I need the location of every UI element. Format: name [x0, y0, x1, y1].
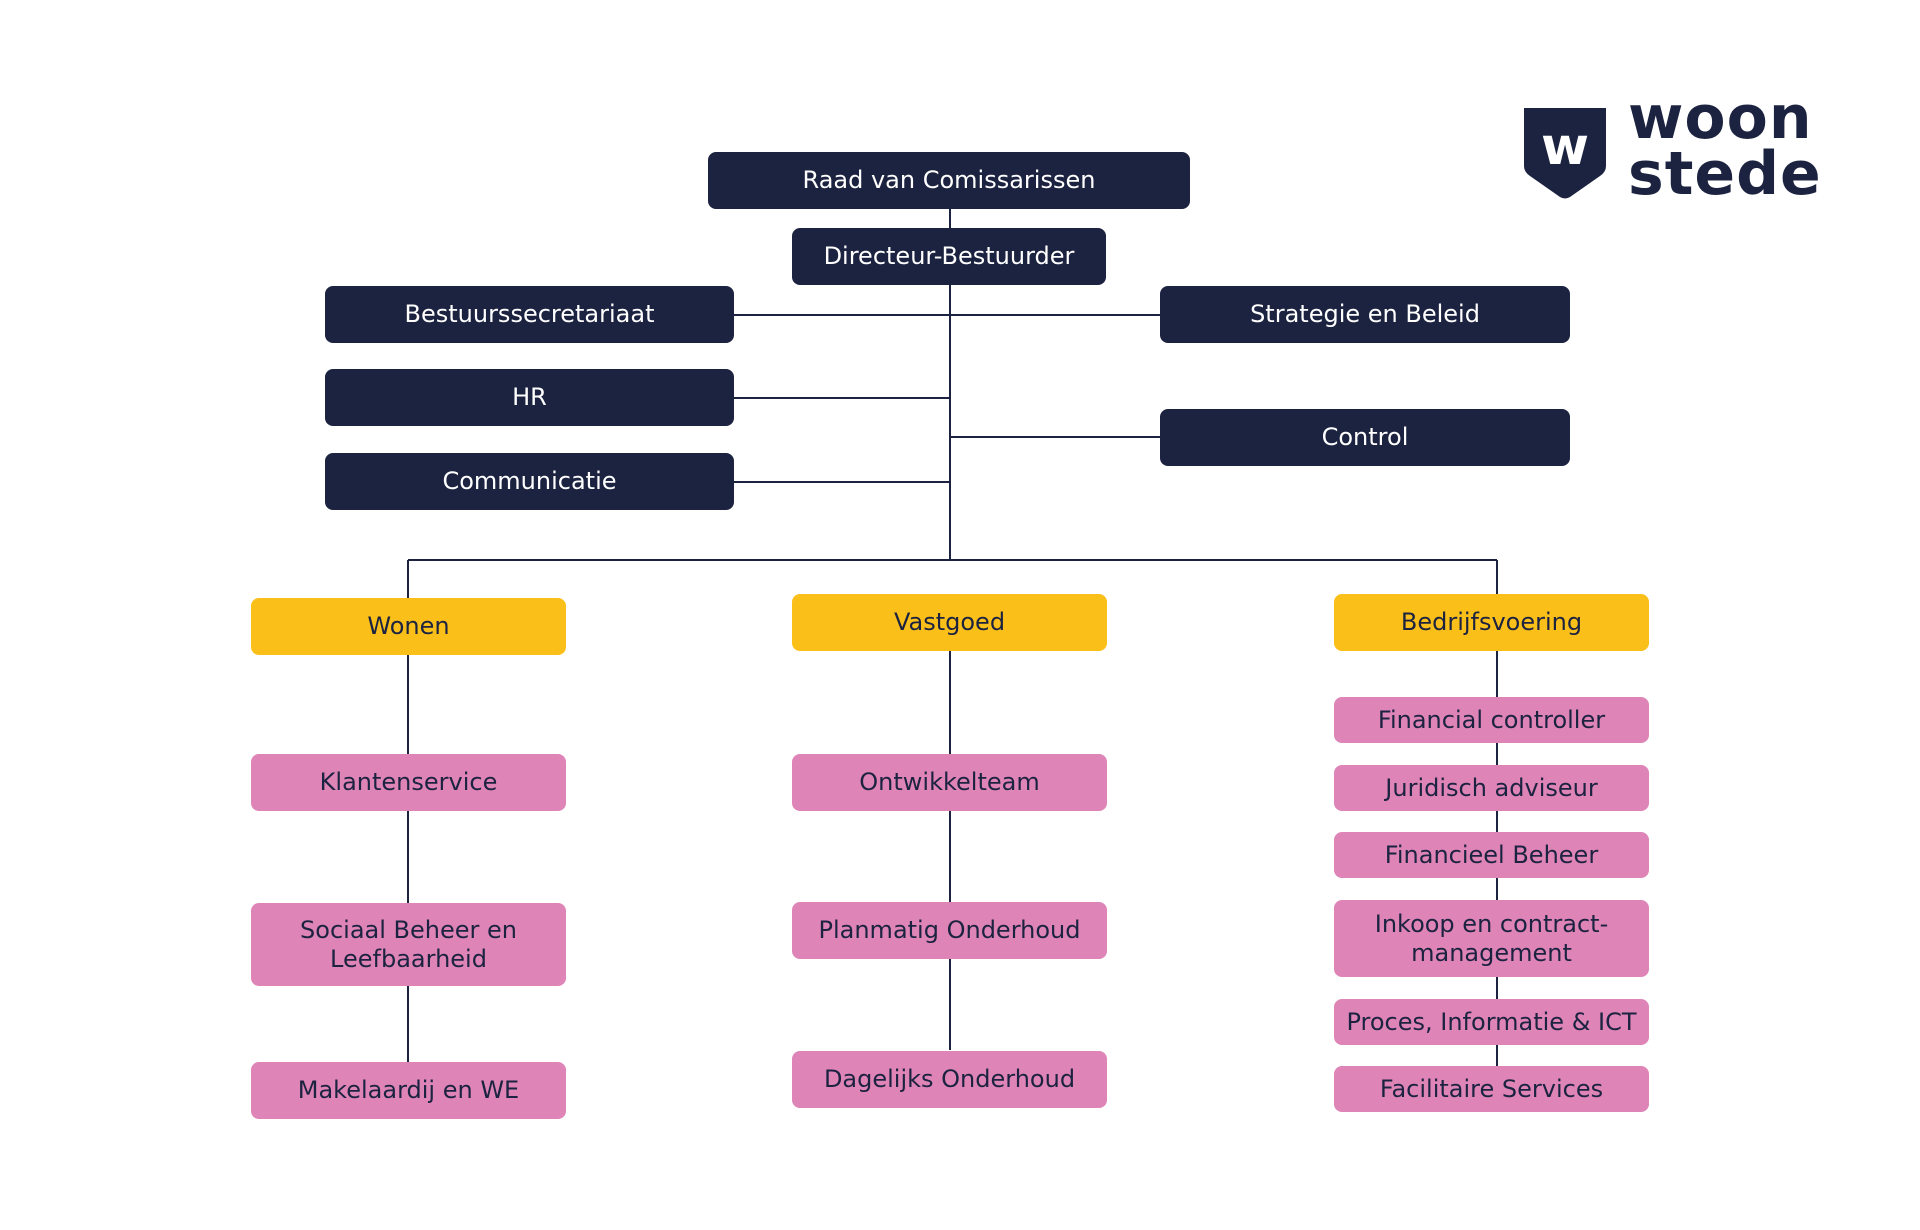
- logo-letter: w: [1541, 117, 1589, 177]
- node-dagelijks-onderhoud: Dagelijks Onderhoud: [792, 1051, 1107, 1108]
- node-financial-controller: Financial controller: [1334, 697, 1649, 743]
- node-communicatie: Communicatie: [325, 453, 734, 510]
- node-raad-van-commissarissen: Raad van Comissarissen: [708, 152, 1190, 209]
- node-department-wonen: Wonen: [251, 598, 566, 655]
- node-control: Control: [1160, 409, 1570, 466]
- node-planmatig-onderhoud: Planmatig Onderhoud: [792, 902, 1107, 959]
- woonstede-logo: w woon stede: [1520, 88, 1821, 208]
- node-facilitaire-services: Facilitaire Services: [1334, 1066, 1649, 1112]
- logo-line-2: stede: [1628, 139, 1822, 209]
- logo-line-1: woon: [1628, 83, 1813, 153]
- node-financieel-beheer: Financieel Beheer: [1334, 832, 1649, 878]
- node-strategie-en-beleid: Strategie en Beleid: [1160, 286, 1570, 343]
- node-hr: HR: [325, 369, 734, 426]
- node-proces-informatie-ict: Proces, Informatie & ICT: [1334, 999, 1649, 1045]
- node-sociaal-beheer-en-leefbaarheid: Sociaal Beheer en Leefbaarheid: [251, 903, 566, 986]
- node-makelaardij-en-we: Makelaardij en WE: [251, 1062, 566, 1119]
- node-bestuurssecretariaat: Bestuurssecretariaat: [325, 286, 734, 343]
- shield-logo-icon: w: [1524, 108, 1606, 199]
- node-department-vastgoed: Vastgoed: [792, 594, 1107, 651]
- node-juridisch-adviseur: Juridisch adviseur: [1334, 765, 1649, 811]
- node-inkoop-en-contract-management: Inkoop en contract-management: [1334, 900, 1649, 977]
- node-ontwikkelteam: Ontwikkelteam: [792, 754, 1107, 811]
- logo-wordmark: woon stede: [1628, 83, 1822, 209]
- node-department-bedrijfsvoering: Bedrijfsvoering: [1334, 594, 1649, 651]
- node-klantenservice: Klantenservice: [251, 754, 566, 811]
- node-directeur-bestuurder: Directeur-Bestuurder: [792, 228, 1106, 285]
